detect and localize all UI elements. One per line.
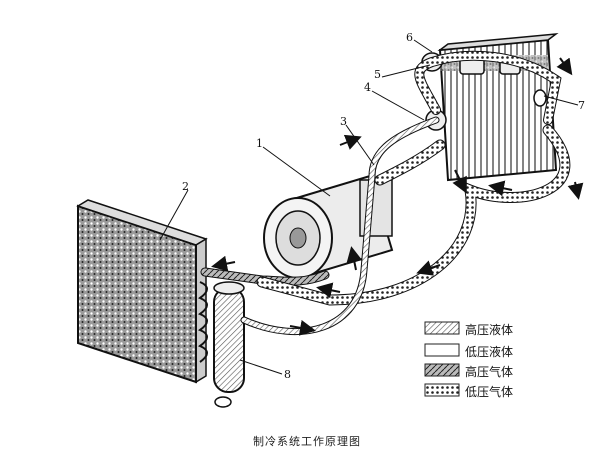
legend-label: 高压液体 [465, 323, 514, 337]
flow-arrows [211, 57, 584, 336]
leader-lines [159, 39, 579, 375]
label-receiver-drier: 8 [284, 368, 291, 381]
legend-label: 低压液体 [465, 345, 514, 359]
label-4: 4 [364, 81, 371, 94]
legend-swatch-low-liquid [424, 343, 460, 357]
figure-caption: 制冷系统工作原理图 [253, 435, 361, 448]
flow-arrow [416, 260, 441, 276]
flow-arrow [316, 282, 341, 299]
label-condenser: 2 [182, 180, 189, 193]
flow-arrow [567, 181, 584, 200]
flow-arrow [488, 180, 513, 197]
flow-arrow [289, 319, 316, 336]
receiver-drier [213, 281, 245, 408]
flow-arrow [452, 169, 467, 194]
legend-swatch-low-gas [424, 383, 460, 397]
legend-swatch-high-liquid [424, 321, 460, 335]
condenser-coil [197, 281, 208, 363]
legend-label: 高压气体 [465, 365, 514, 379]
flow-arrow [346, 246, 363, 271]
label-3: 3 [340, 115, 347, 128]
flow-arrow [211, 255, 236, 272]
legend-swatch-high-gas [424, 363, 460, 377]
condenser [76, 199, 208, 384]
pipes [200, 50, 571, 336]
legend-label: 低压气体 [465, 385, 514, 399]
label-5: 5 [374, 68, 381, 81]
label-compressor: 1 [256, 137, 263, 150]
evaporator [437, 33, 559, 182]
label-6: 6 [406, 31, 413, 44]
flow-arrow [339, 134, 362, 150]
flow-arrow [556, 57, 573, 76]
label-7: 7 [578, 99, 585, 112]
